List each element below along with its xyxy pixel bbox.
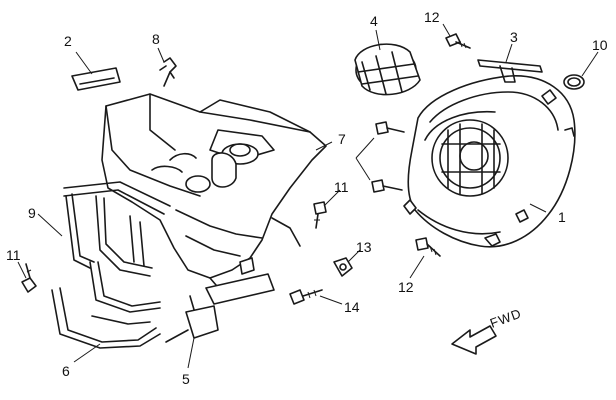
callout-9: 9 [28,205,36,221]
callout-12-top: 12 [424,9,440,25]
forward-label: FWD [488,306,524,331]
screw-11-center [313,201,327,229]
bolt-12-bottom [415,237,441,257]
callout-6: 6 [62,363,70,379]
clamp-part [333,257,353,277]
callout-12-bottom: 12 [398,279,414,295]
callout-4: 4 [370,13,378,29]
spring-clip-part [159,57,177,87]
callout-14: 14 [344,299,360,315]
bolt-12-top [445,33,471,49]
callout-8: 8 [152,31,160,47]
callout-1: 1 [558,209,566,225]
callout-2: 2 [64,33,72,49]
callout-13: 13 [356,239,372,255]
bracket-part [477,59,543,83]
cap-part [563,74,585,90]
callout-10: 10 [592,37,608,53]
callout-11-left: 11 [6,247,21,263]
fan-cover-part [403,75,576,248]
frame-rail-part [51,181,171,349]
callout-7: 7 [338,131,346,147]
air-filter-part [354,43,421,96]
shroud-part [101,93,327,343]
screw-11-left [21,263,37,293]
bolt-pair-upper [355,121,405,193]
callout-11-center: 11 [334,179,349,195]
callout-5: 5 [182,371,190,387]
callout-3: 3 [510,29,518,45]
plate-part [71,67,121,91]
leader-lines [17,23,599,369]
forward-arrow [451,325,497,355]
screw-14 [289,289,323,305]
